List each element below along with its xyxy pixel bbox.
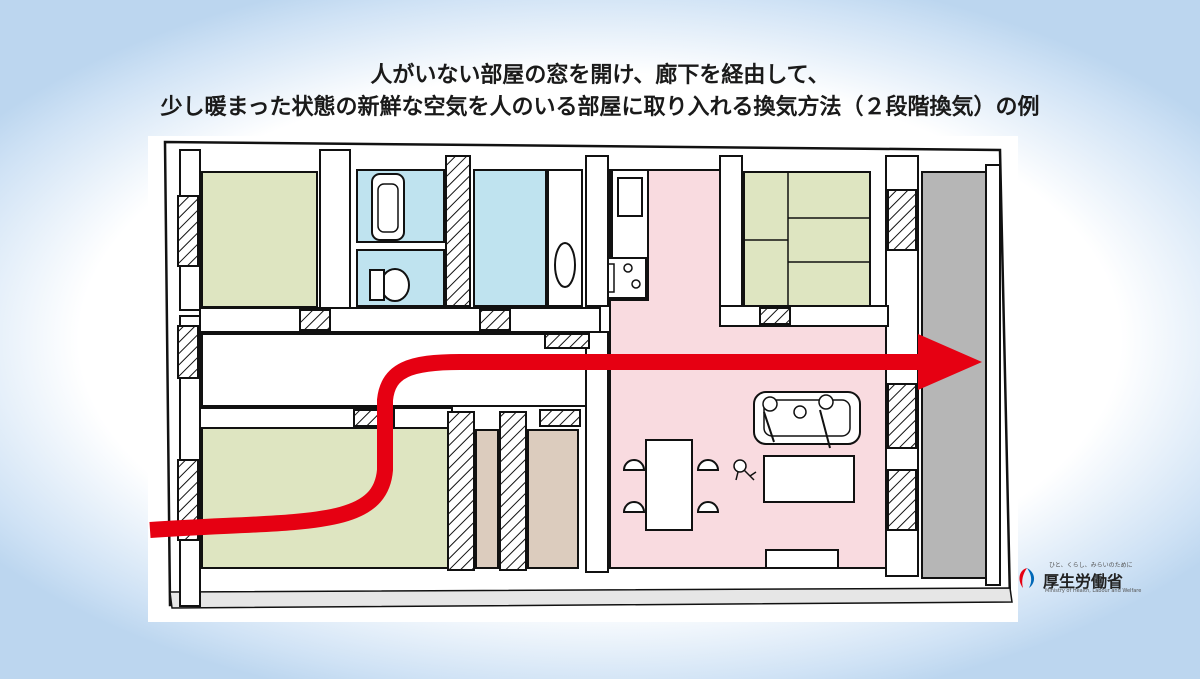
building-base-shadow	[169, 587, 1013, 609]
closet-1	[475, 429, 499, 569]
mhlw-logo: ひと、くらし、みらいのために 厚生労働省 Ministry of Health,…	[1015, 560, 1141, 596]
sink-icon	[554, 242, 576, 288]
room-top-left	[201, 171, 318, 308]
dining-chairs	[622, 459, 720, 513]
closet-2	[527, 429, 579, 569]
toilet-icon	[380, 268, 410, 302]
tv-cabinet	[765, 549, 839, 569]
logo-english: Ministry of Health, Labour and Welfare	[1045, 588, 1142, 594]
title-line-2: 少し暖まった状態の新鮮な空気を人のいる部屋に取り入れる換気方法（２段階換気）の例	[160, 95, 1040, 120]
coffee-table	[763, 455, 855, 503]
dining-table	[645, 439, 693, 531]
arrow-head	[918, 334, 982, 390]
room-bottom-left	[201, 427, 449, 569]
mhlw-logo-mark-icon	[1019, 568, 1035, 588]
red-arrow-icon	[149, 354, 920, 538]
logo-tagline: ひと、くらし、みらいのために	[1049, 562, 1133, 569]
crawling-baby-icon	[733, 459, 757, 481]
title-line-1: 人がいない部屋の窓を開け、廊下を経由して、	[370, 63, 830, 88]
tatami-room	[743, 171, 871, 307]
logo-name: 厚生労働省	[1043, 572, 1124, 591]
diagram-title: 人がいない部屋の窓を開け、廊下を経由して、 少し暖まった状態の新鮮な空気を人のい…	[0, 60, 1200, 124]
kitchen-cabinet-icon	[617, 177, 643, 217]
family-on-sofa-icon	[753, 391, 861, 449]
washroom	[473, 169, 547, 307]
